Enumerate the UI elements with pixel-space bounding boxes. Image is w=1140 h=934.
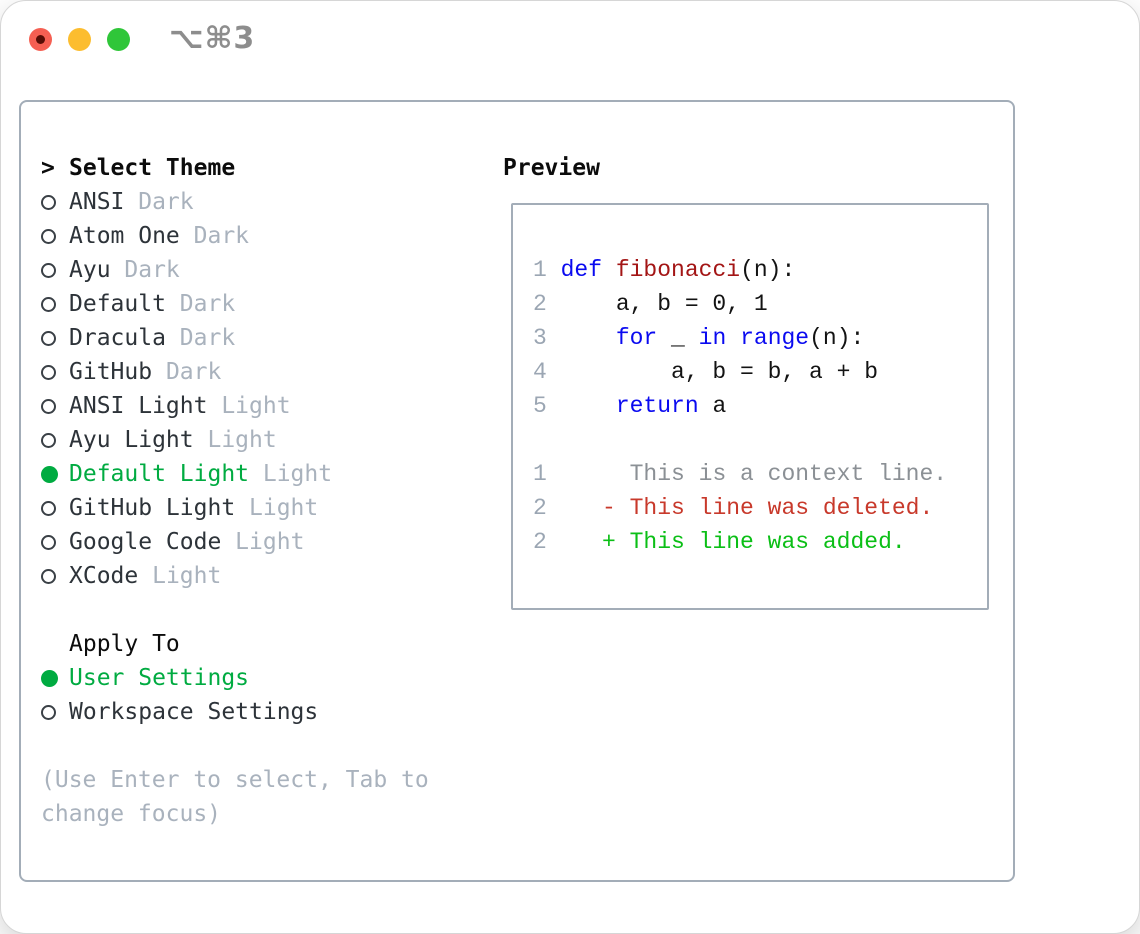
selected-radio-icon — [41, 669, 58, 687]
zoom-button[interactable] — [107, 28, 130, 51]
item-label: User Settings — [69, 665, 250, 691]
apply-to-option[interactable]: Workspace Settings — [41, 695, 503, 729]
theme-item[interactable]: Atom One Dark — [41, 219, 503, 253]
radio-icon — [41, 568, 56, 584]
radio-icon — [41, 704, 56, 720]
item-variant-label: Dark — [152, 359, 222, 385]
close-dot-icon — [36, 35, 45, 44]
titlebar: ⌥⌘3 — [1, 1, 1139, 77]
preview-line: 2 + This line was added. — [533, 529, 906, 555]
theme-item[interactable]: GitHub Dark — [41, 355, 503, 389]
item-variant-label: Dark — [165, 291, 236, 317]
radio-icon — [41, 364, 56, 380]
item-label: Default — [69, 291, 166, 317]
radio-icon — [41, 534, 56, 550]
window-title: ⌥⌘3 — [169, 21, 256, 56]
preview-line: 4 a, b = b, a + b — [533, 359, 879, 385]
preview-header: Preview — [503, 155, 600, 181]
radio-icon — [41, 228, 56, 244]
select-theme-title: Select Theme — [69, 155, 236, 181]
theme-item[interactable]: Ayu Light Light — [41, 423, 503, 457]
item-label: Workspace Settings — [69, 699, 319, 725]
selected-radio-icon — [41, 465, 58, 483]
theme-item[interactable]: XCode Light — [41, 559, 503, 593]
hint-line-1: (Use Enter to select, Tab to — [41, 767, 429, 793]
item-label: GitHub — [69, 359, 153, 385]
hint-line-2: change focus) — [41, 801, 222, 827]
theme-item[interactable]: ANSI Light Light — [41, 389, 503, 423]
preview-lines: 1 def fibonacci(n): 2 a, b = 0, 1 3 for _ … — [533, 253, 987, 559]
item-label: Ayu — [69, 257, 111, 283]
theme-item[interactable]: Dracula Dark — [41, 321, 503, 355]
item-label: ANSI Light — [69, 393, 208, 419]
item-variant-label: Light — [193, 427, 277, 453]
item-label: Dracula — [69, 325, 166, 351]
preview-line: 1 This is a context line. — [533, 461, 948, 487]
radio-icon — [41, 398, 56, 414]
item-variant-label: Dark — [179, 223, 250, 249]
item-label: Default Light — [69, 461, 250, 487]
radio-icon — [41, 330, 56, 346]
preview-line: 5 return a — [533, 393, 727, 419]
item-label: GitHub Light — [69, 495, 236, 521]
theme-item[interactable]: Default Dark — [41, 287, 503, 321]
select-theme-header: > Select Theme — [41, 151, 503, 185]
radio-icon — [41, 500, 56, 516]
item-label: Google Code — [69, 529, 222, 555]
item-variant-label: Light — [207, 393, 291, 419]
item-variant-label: Light — [249, 461, 333, 487]
theme-item[interactable]: ANSI Dark — [41, 185, 503, 219]
minimize-button[interactable] — [68, 28, 91, 51]
preview-line: 1 def fibonacci(n): — [533, 257, 796, 283]
preview-line: 2 - This line was deleted. — [533, 495, 934, 521]
radio-icon — [41, 432, 56, 448]
theme-item[interactable]: GitHub Light Light — [41, 491, 503, 525]
theme-item[interactable]: Google Code Light — [41, 525, 503, 559]
item-label: Atom One — [69, 223, 180, 249]
item-label: ANSI — [69, 189, 125, 215]
preview-column: Preview 1 def fibonacci(n): 2 a, b = 0, 1… — [503, 151, 1017, 880]
radio-icon — [41, 296, 56, 312]
radio-icon — [41, 262, 56, 278]
item-variant-label: Dark — [110, 257, 180, 283]
hint-text: (Use Enter to select, Tab to change focu… — [41, 763, 503, 831]
apply-to-option[interactable]: User Settings — [41, 661, 503, 695]
preview-line: 3 for _ in range(n): — [533, 325, 865, 351]
radio-icon — [41, 194, 56, 210]
preview-line: 2 a, b = 0, 1 — [533, 291, 768, 317]
item-variant-label: Dark — [124, 189, 194, 215]
theme-item[interactable]: Ayu Dark — [41, 253, 503, 287]
theme-item[interactable]: Default Light Light — [41, 457, 503, 491]
close-button[interactable] — [29, 28, 52, 51]
item-variant-label: Light — [221, 529, 305, 555]
preview-box: 1 def fibonacci(n): 2 a, b = 0, 1 3 for _ … — [511, 203, 989, 610]
spacer — [41, 593, 503, 627]
apply-to-header: Apply To — [69, 631, 180, 657]
item-label: Ayu Light — [69, 427, 194, 453]
item-variant-label: Light — [235, 495, 319, 521]
prompt-caret-icon: > — [41, 155, 55, 181]
item-label: XCode — [69, 563, 139, 589]
preview-blank-line — [533, 423, 987, 457]
item-variant-label: Dark — [165, 325, 236, 351]
item-variant-label: Light — [138, 563, 222, 589]
spacer — [41, 729, 503, 763]
